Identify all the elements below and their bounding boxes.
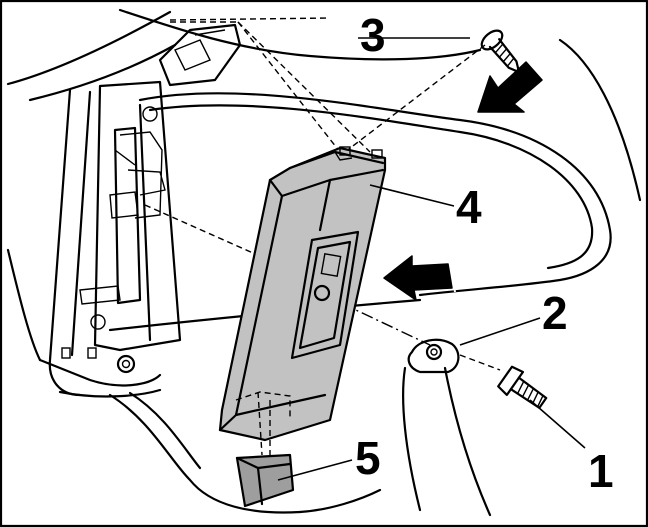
clip-part <box>235 453 295 508</box>
belt-webbing <box>108 366 492 517</box>
control-module <box>218 146 387 456</box>
callout-1: 1 <box>588 445 614 497</box>
arrow-icon <box>477 59 553 113</box>
arrow-icon <box>383 255 456 301</box>
upper-bracket <box>158 23 242 87</box>
vehicle-body <box>6 8 642 398</box>
callout-3: 3 <box>360 9 386 61</box>
callout-4: 4 <box>456 181 482 233</box>
belt-anchor <box>407 338 460 374</box>
callout-2: 2 <box>542 287 568 339</box>
leader-lines <box>277 37 586 481</box>
seatbelt-rail <box>61 106 166 374</box>
bolt-icon <box>497 365 548 409</box>
callout-5: 5 <box>355 432 381 484</box>
